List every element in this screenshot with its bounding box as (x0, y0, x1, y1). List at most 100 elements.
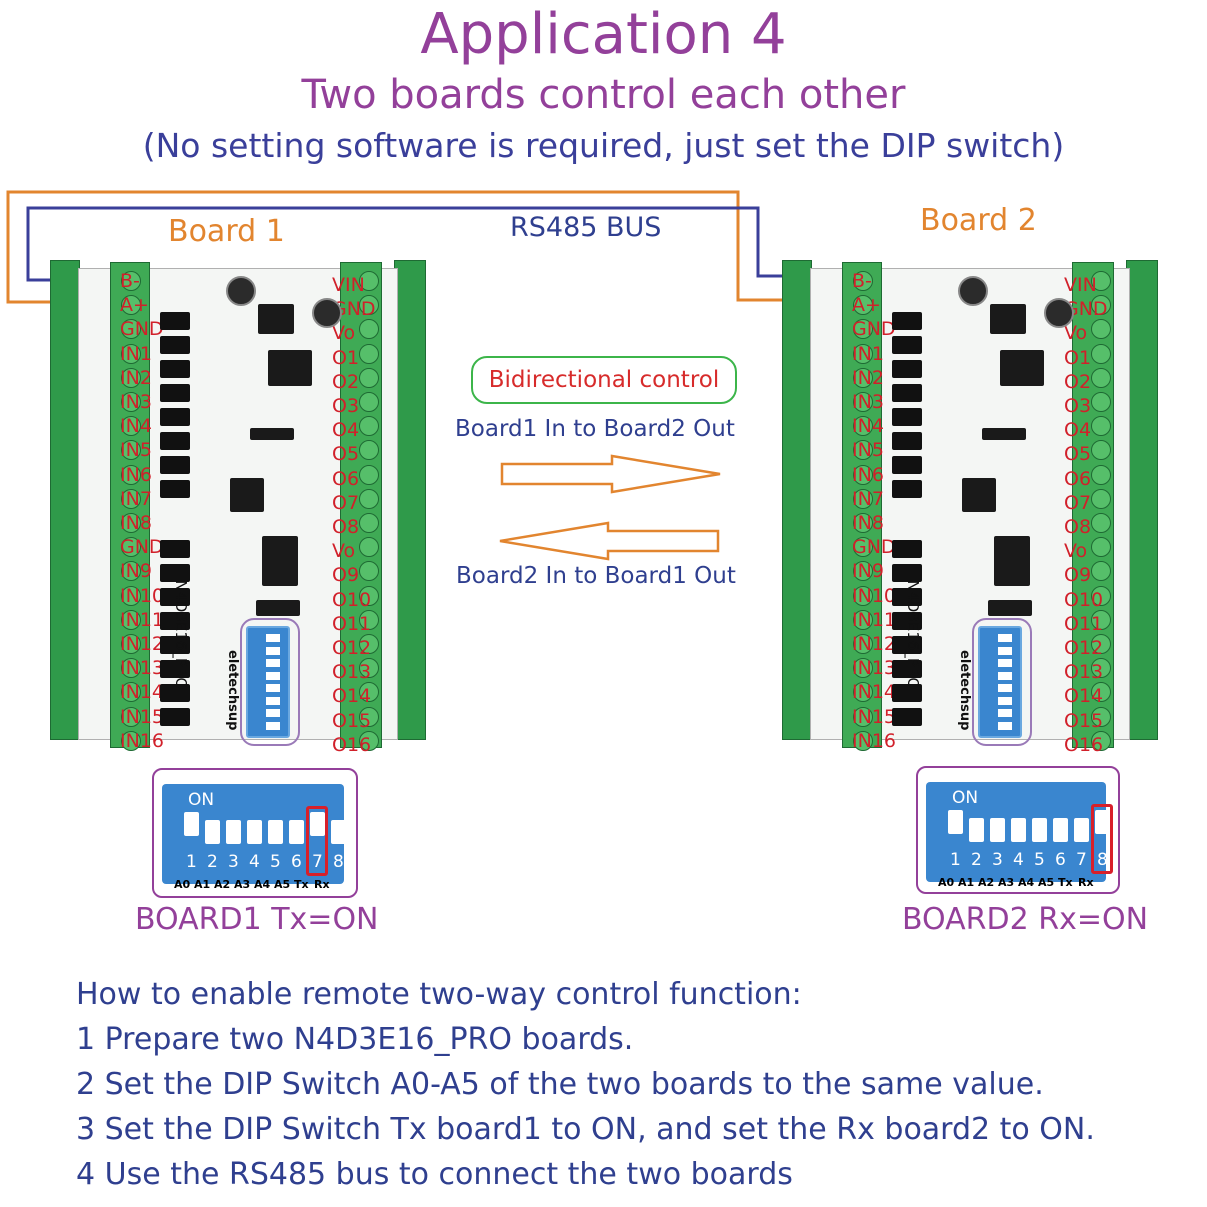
optocoupler-chip (160, 312, 190, 330)
dip-toggle[interactable] (247, 820, 262, 844)
optocoupler-chip (160, 588, 190, 606)
onboard-dip-toggle[interactable] (266, 721, 280, 730)
onboard-dip-toggle[interactable] (266, 696, 280, 705)
terminal-screw (359, 319, 379, 340)
onboard-dip-switch[interactable] (246, 626, 290, 738)
dip-toggle[interactable] (331, 820, 346, 844)
capacitor (1044, 298, 1074, 328)
dip-toggle[interactable] (184, 812, 199, 836)
dip-number: 8 (1097, 850, 1108, 870)
onboard-dip-toggle[interactable] (998, 696, 1012, 705)
terminal-label: O14 (1064, 685, 1104, 708)
optocoupler-chip (160, 336, 190, 354)
dip-toggle[interactable] (205, 820, 220, 844)
terminal-screw (1091, 706, 1111, 727)
active-switch-highlight (306, 806, 328, 876)
terminal-label: IN5 (120, 439, 152, 462)
terminal-label: GND (1064, 298, 1108, 321)
dip-toggle[interactable] (1032, 818, 1047, 842)
dip-on-label: ON (952, 788, 979, 808)
terminal-screw (853, 271, 873, 291)
terminal-screw (853, 513, 873, 533)
din-rail-left (782, 260, 812, 740)
terminal-label: IN8 (852, 512, 884, 534)
terminal-screw (853, 561, 873, 582)
ic-chip (990, 304, 1026, 334)
terminal-label: O11 (1064, 612, 1104, 635)
dip-toggle[interactable] (1011, 818, 1026, 842)
onboard-dip-toggle[interactable] (998, 721, 1012, 730)
terminal-screw (359, 367, 379, 388)
onboard-dip-toggle[interactable] (266, 659, 280, 667)
dip-number: 7 (312, 852, 323, 872)
onboard-dip-toggle[interactable] (998, 709, 1012, 717)
dip-toggle[interactable] (1095, 810, 1110, 834)
terminal-screw (359, 658, 379, 679)
optocoupler-chip (160, 432, 190, 450)
terminal-screw (121, 561, 141, 582)
dip-number: 6 (291, 852, 302, 872)
terminal-label: IN4 (120, 415, 152, 438)
optocoupler-chip (160, 408, 190, 426)
bus-wire-a-plus (6, 190, 856, 304)
onboard-dip-toggle[interactable] (998, 671, 1012, 680)
dip-toggle[interactable] (1074, 818, 1089, 842)
terminal-screw (853, 440, 873, 461)
ic-chip (982, 428, 1026, 440)
dip-number: 1 (950, 850, 961, 870)
terminal-screw (853, 706, 873, 727)
optocoupler-chip (892, 612, 922, 630)
optocoupler-chip (160, 612, 190, 630)
terminal-label: IN14 (852, 681, 896, 704)
terminal-label: O8 (1064, 516, 1092, 538)
dip-toggle[interactable] (948, 810, 963, 834)
onboard-dip-toggle[interactable] (266, 634, 280, 642)
terminal-screw (853, 464, 873, 485)
dip-toggle[interactable] (226, 820, 241, 844)
terminal-screw (1091, 343, 1111, 364)
terminal-screw (1091, 319, 1111, 340)
terminal-screw (853, 609, 873, 630)
terminal-screw (1091, 682, 1111, 703)
onboard-dip-toggle[interactable] (266, 709, 280, 717)
onboard-dip-toggle[interactable] (998, 659, 1012, 667)
terminal-label: IN3 (120, 391, 152, 413)
terminal-label: O12 (1064, 637, 1104, 659)
onboard-dip-toggle[interactable] (998, 684, 1012, 692)
instruction-step: 3 Set the DIP Switch Tx board1 to ON, an… (76, 1112, 1095, 1147)
onboard-dip-toggle[interactable] (998, 646, 1012, 655)
dip-toggle[interactable] (969, 818, 984, 842)
onboard-dip-toggle[interactable] (998, 634, 1012, 642)
optocoupler-chip (892, 540, 922, 558)
forward-direction-label: Board1 In to Board2 Out (455, 416, 735, 442)
dip-toggle[interactable] (990, 818, 1005, 842)
onboard-dip-toggle[interactable] (266, 684, 280, 692)
terminal-screw (121, 488, 141, 509)
dip-toggle[interactable] (1053, 818, 1068, 842)
din-rail-right (394, 260, 426, 740)
board-model-label: N4D3E16_PRO (904, 580, 922, 690)
terminal-label: IN2 (120, 366, 152, 389)
terminal-screw (359, 416, 379, 437)
terminal-screw (853, 658, 873, 679)
terminal-screw (853, 295, 873, 316)
dip-number: 4 (249, 852, 260, 872)
terminal-label: IN10 (852, 584, 896, 607)
terminal-screw (121, 730, 141, 751)
ic-chip (230, 478, 264, 512)
terminal-label: O14 (332, 685, 372, 708)
dip-toggle[interactable] (289, 820, 304, 844)
terminal-label: A+ (852, 294, 881, 317)
onboard-dip-toggle[interactable] (266, 671, 280, 680)
terminal-label: Vo (1064, 322, 1088, 345)
terminal-screw (121, 416, 141, 437)
terminal-label: IN9 (852, 560, 884, 583)
bus-label: RS485 BUS (510, 212, 662, 243)
onboard-dip-switch[interactable] (978, 626, 1022, 738)
dip-toggle[interactable] (268, 820, 283, 844)
onboard-dip-toggle[interactable] (266, 646, 280, 655)
dip-toggle[interactable] (310, 812, 325, 836)
